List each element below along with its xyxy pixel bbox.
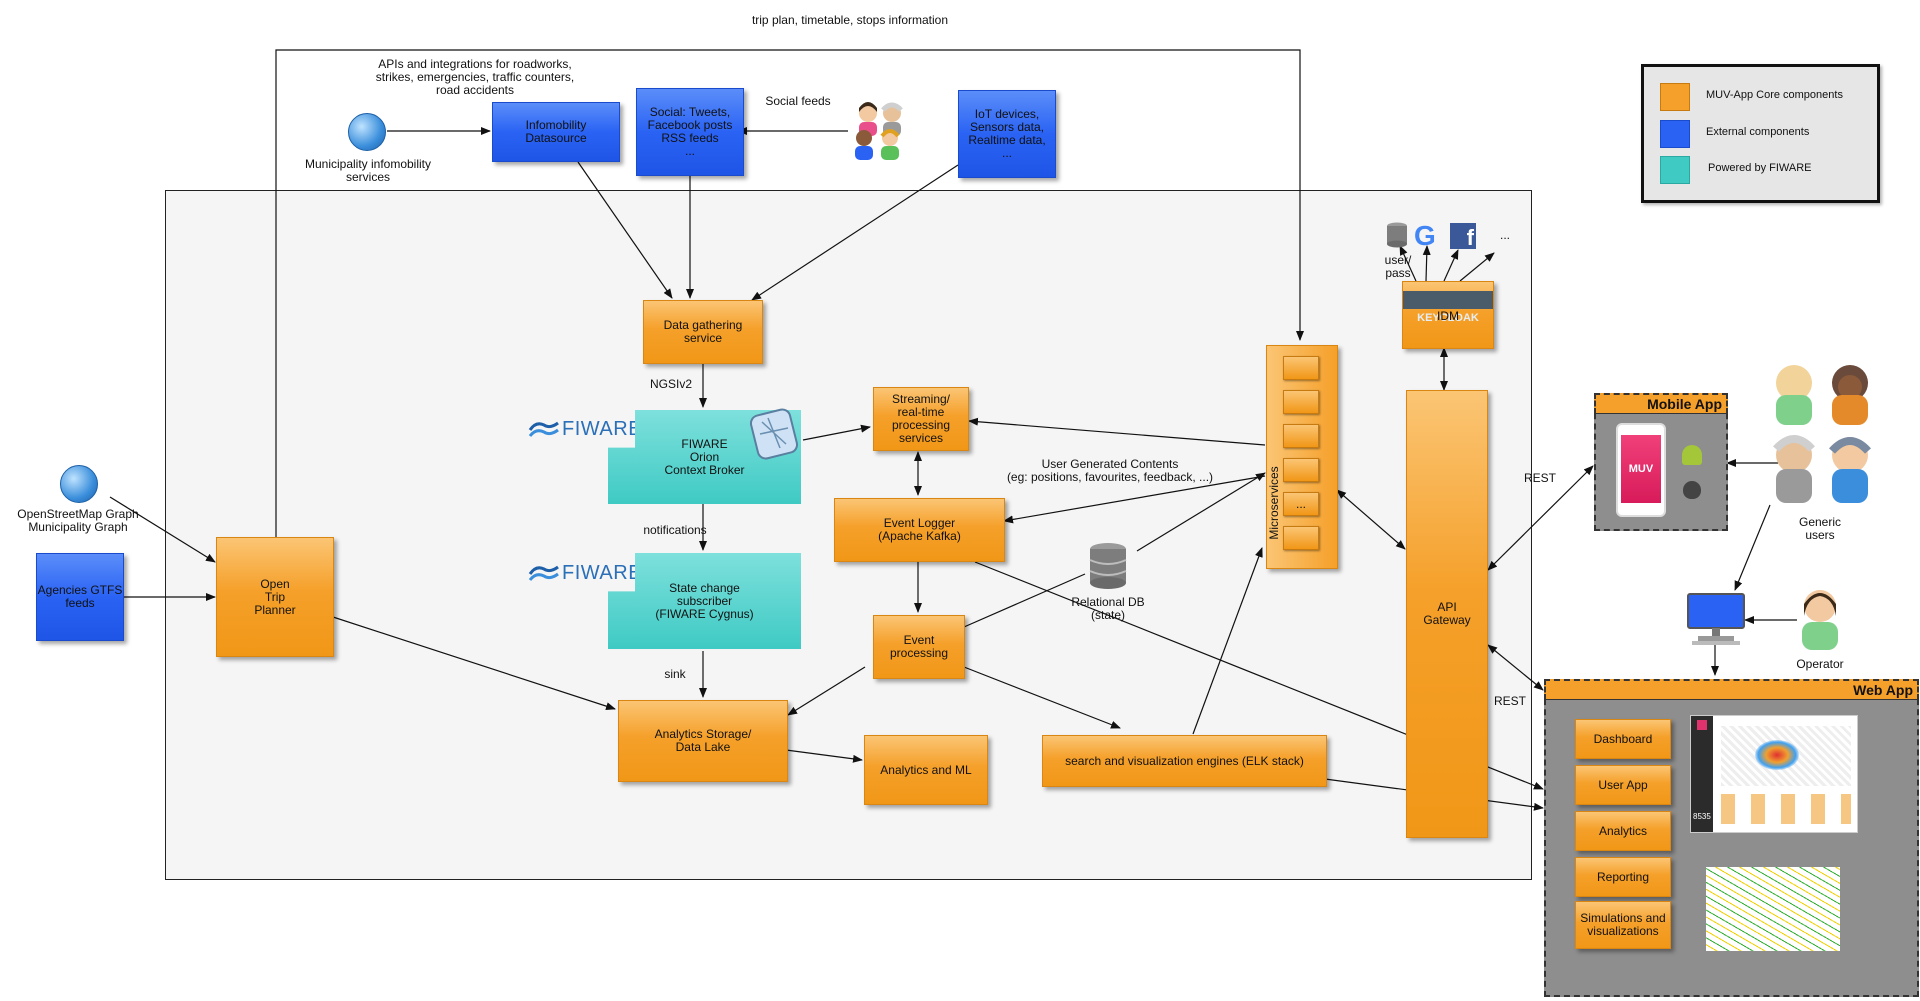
- fiware-logo-text: FIWARE: [562, 418, 643, 440]
- fiware-swirl-icon: [528, 421, 559, 437]
- operator-icon: [1795, 586, 1845, 650]
- municipality-globe-icon: [348, 113, 386, 151]
- ngsi-label: NGSIv2: [649, 377, 692, 391]
- web-analytics-button[interactable]: Analytics: [1575, 811, 1671, 851]
- rest-label-web: REST: [1493, 694, 1526, 708]
- keycloak-logo: KEYCLOAK: [1403, 291, 1493, 324]
- web-simulations-button[interactable]: Simulations and visualizations: [1575, 901, 1671, 949]
- idm-provider-db-icon: [1386, 222, 1408, 248]
- event-processing[interactable]: Event processing: [873, 615, 965, 679]
- fiware-swirl-icon: [528, 565, 559, 581]
- microservices-container[interactable]: Microservices ...: [1266, 345, 1338, 569]
- api-gateway[interactable]: API Gateway: [1406, 390, 1488, 838]
- infomobility-datasource[interactable]: Infomobility Datasource: [492, 102, 620, 162]
- social-users-icon: [850, 100, 912, 160]
- microservices-label: Microservices: [1267, 466, 1281, 540]
- legend-swatch-external: [1660, 120, 1690, 148]
- top-label: trip plan, timetable, stops information: [751, 13, 949, 27]
- android-icon: [1682, 445, 1702, 465]
- database-icon: [1088, 542, 1128, 590]
- event-logger-kafka[interactable]: Event Logger (Apache Kafka): [834, 498, 1005, 562]
- google-icon: G: [1414, 220, 1436, 251]
- osm-globe-icon: [60, 465, 98, 503]
- social-feeds-label: Social feeds: [765, 94, 831, 108]
- web-app-title-text: Web App: [1853, 682, 1913, 698]
- idm-more-providers: ...: [1500, 228, 1511, 242]
- dashboard-screenshot: 8535: [1690, 715, 1858, 833]
- facebook-icon: f: [1450, 223, 1476, 250]
- fiware-logo-2: FIWARE: [528, 562, 642, 585]
- apis-note: APIs and integrations for roadworks, str…: [375, 57, 575, 97]
- phone-icon: MUV: [1616, 423, 1666, 517]
- trip-plan-bracket: [275, 49, 1304, 540]
- gtfs-feeds-source[interactable]: Agencies GTFS feeds: [36, 553, 124, 641]
- muv-logo: MUV: [1628, 463, 1654, 475]
- legend-label-fiware: Powered by FIWARE: [1708, 162, 1812, 174]
- municipality-services-label: Municipality infomobility services: [304, 157, 432, 184]
- web-user-app-button[interactable]: User App: [1575, 765, 1671, 805]
- computer-icon: [1684, 592, 1748, 646]
- legend-swatch-fiware: [1660, 156, 1690, 184]
- idm-label: IDM: [1437, 309, 1459, 323]
- fiware-logo-text: FIWARE: [562, 562, 643, 584]
- streaming-processing-services[interactable]: Streaming/ real-time processing services: [873, 387, 969, 451]
- web-app-panel: Web App Dashboard User App Analytics Rep…: [1544, 679, 1919, 997]
- microservice-slot[interactable]: [1283, 424, 1319, 448]
- rest-label-mobile: REST: [1523, 471, 1556, 485]
- legend-label-core: MUV-App Core components: [1706, 89, 1843, 101]
- ugc-label: User Generated Contents (eg: positions, …: [1006, 457, 1214, 484]
- notifications-label: notifications: [643, 523, 707, 537]
- idm-service[interactable]: KEYCLOAK IDM: [1402, 281, 1494, 349]
- fiware-logo-1: FIWARE: [528, 418, 642, 441]
- operator-label: Operator: [1796, 657, 1844, 671]
- web-reporting-button[interactable]: Reporting: [1575, 857, 1671, 897]
- legend: MUV-App Core components External compone…: [1641, 64, 1880, 203]
- data-gathering-service[interactable]: Data gathering service: [643, 300, 763, 364]
- analytics-storage-data-lake[interactable]: Analytics Storage/ Data Lake: [618, 700, 788, 782]
- microservice-slot-more[interactable]: ...: [1283, 492, 1319, 516]
- microservice-slot[interactable]: [1283, 390, 1319, 414]
- elk-stack[interactable]: search and visualization engines (ELK st…: [1042, 735, 1327, 787]
- mobile-app-panel: Mobile App MUV: [1594, 393, 1728, 531]
- mobile-app-title-text: Mobile App: [1647, 396, 1722, 412]
- orion-device-icon: [748, 408, 802, 466]
- generic-users-icon: [1764, 355, 1884, 505]
- dashboard-number: 8535: [1693, 812, 1711, 821]
- osm-label: OpenStreetMap Graph Municipality Graph: [17, 507, 139, 534]
- user-pass-label: user/ pass: [1384, 253, 1412, 280]
- legend-label-external: External components: [1706, 126, 1810, 138]
- cygnus-subscriber[interactable]: State change subscriber (FIWARE Cygnus): [608, 553, 801, 649]
- analytics-and-ml[interactable]: Analytics and ML: [864, 735, 988, 805]
- mobile-app-title: Mobile App: [1594, 393, 1728, 414]
- microservice-slot[interactable]: [1283, 526, 1319, 550]
- keycloak-logo-text: KEYCLOAK: [1417, 312, 1479, 324]
- relational-db-label: Relational DB (state): [1071, 595, 1145, 622]
- open-trip-planner[interactable]: Open Trip Planner: [216, 537, 334, 657]
- legend-swatch-core: [1660, 83, 1690, 111]
- web-dashboard-button[interactable]: Dashboard: [1575, 719, 1671, 759]
- apple-icon: [1683, 481, 1701, 499]
- map-screenshot: [1706, 867, 1840, 951]
- microservice-slot[interactable]: [1283, 458, 1319, 482]
- web-app-title: Web App: [1544, 679, 1919, 700]
- generic-users-label: Generic users: [1798, 515, 1842, 542]
- iot-devices-source[interactable]: IoT devices, Sensors data, Realtime data…: [958, 90, 1056, 178]
- social-feeds-source[interactable]: Social: Tweets, Facebook posts RSS feeds…: [636, 88, 744, 176]
- sink-label: sink: [664, 667, 686, 681]
- microservice-slot[interactable]: [1283, 356, 1319, 380]
